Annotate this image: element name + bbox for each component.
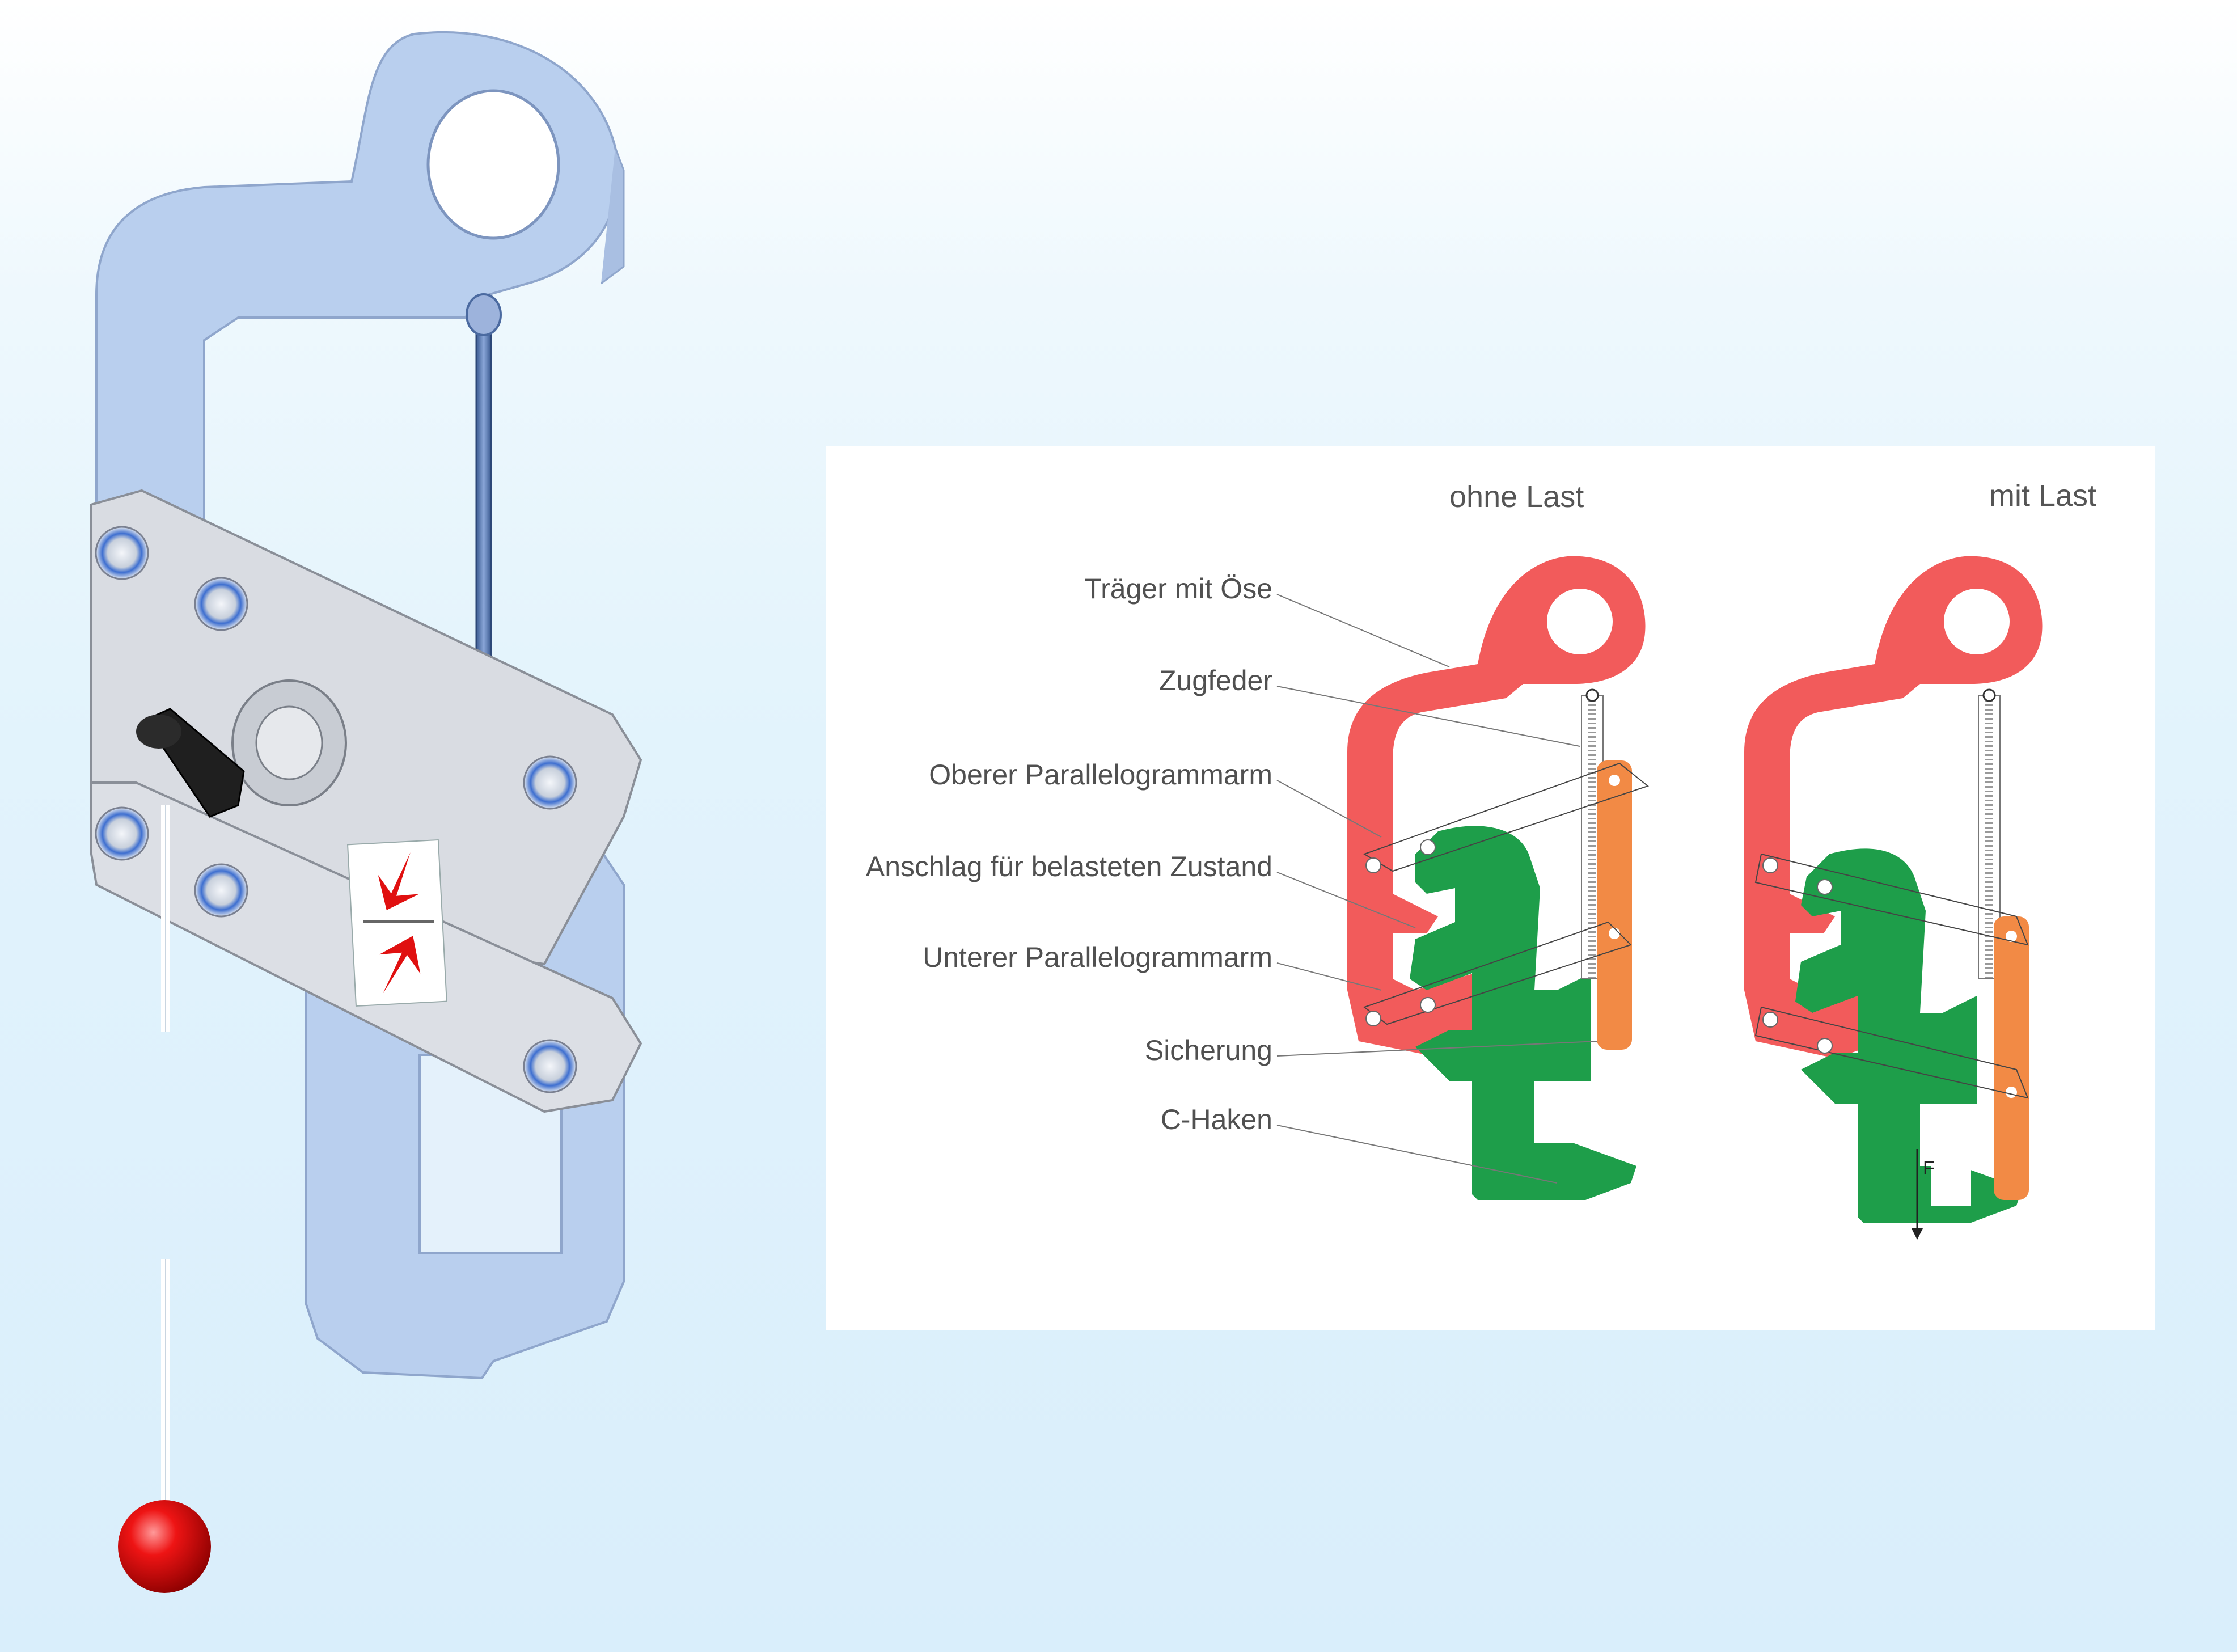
- label-lower-parallelogram-arm: Unterer Parallelogrammarm: [923, 941, 1272, 973]
- lifting-clamp-3d-model: [90, 31, 642, 1593]
- safety-latch-loaded: [1994, 916, 2029, 1200]
- loaded-mechanism: [1744, 556, 2043, 1240]
- carrier-with-eye-unloaded: [1347, 556, 1646, 1058]
- label-upper-parallelogram-arm: Oberer Parallelogrammarm: [929, 759, 1272, 791]
- tension-rod: [475, 316, 492, 704]
- carrier-with-eye-loaded: [1744, 556, 2043, 1058]
- label-safety: Sicherung: [1144, 1034, 1272, 1066]
- leader-lines: [1276, 594, 1597, 1184]
- label-stop-loaded-state: Anschlag für belasteten Zustand: [865, 851, 1272, 882]
- label-c-hook: C-Haken: [1160, 1104, 1272, 1135]
- force-label: F: [1923, 1157, 1935, 1179]
- safety-latch-unloaded: [1597, 760, 1632, 1050]
- label-carrier-with-eye: Träger mit Öse: [1084, 573, 1272, 605]
- pendulum-ball: [118, 1500, 211, 1593]
- header-with-load: mit Last: [1989, 479, 2097, 513]
- bolt-nuts: [95, 526, 577, 1093]
- unloaded-mechanism: [1347, 556, 1650, 1200]
- c-hook-loaded: [1795, 848, 2022, 1223]
- mechanism-diagram: [1276, 556, 2043, 1240]
- header-without-load: ohne Last: [1449, 480, 1584, 514]
- eye-hole: [426, 89, 560, 240]
- label-tension-spring: Zugfeder: [1158, 665, 1272, 696]
- compression-arrows-sticker: [346, 839, 447, 1007]
- c-hook-unloaded: [1410, 826, 1636, 1200]
- mechanism-diagram-panel: ohne Last mit Last Träger mit Öse Zugfed…: [826, 446, 2155, 1330]
